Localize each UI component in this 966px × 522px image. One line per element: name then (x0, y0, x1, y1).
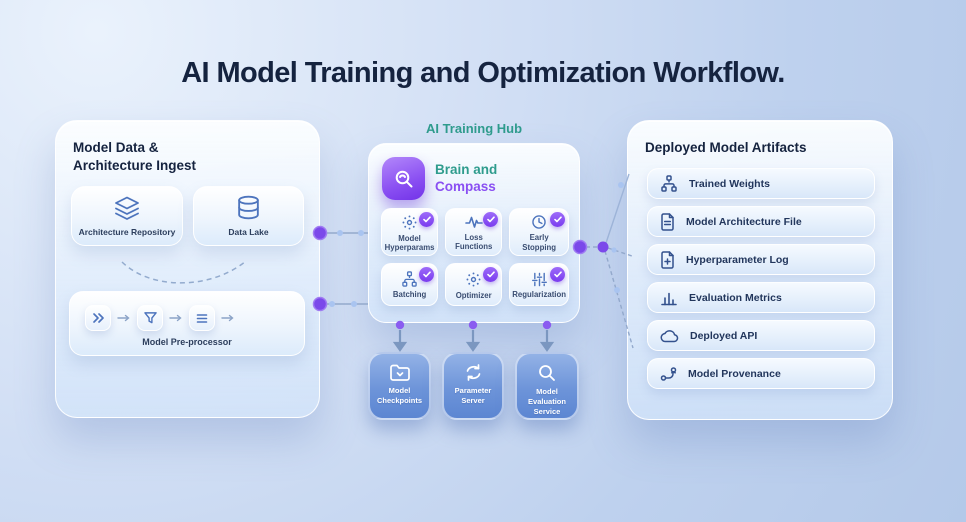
ingest-title-line2: Architecture Ingest (73, 157, 197, 173)
service-model-evaluation: Model Evaluation Service (515, 352, 579, 420)
service-model-checkpoints: Model Checkpoints (368, 352, 431, 420)
training-hub-panel: Brain and Compass Model Hyper (368, 143, 580, 323)
check-icon (550, 267, 565, 282)
check-icon (483, 267, 499, 282)
ingest-panel: Model Data & Architecture Ingest Archite… (55, 120, 320, 418)
search-icon (537, 363, 557, 383)
branch-icon (660, 366, 677, 382)
training-hub-label: AI Training Hub (425, 121, 523, 136)
hierarchy-icon (660, 175, 678, 192)
module-batching: Batching (381, 263, 439, 306)
artifact-label: Trained Weights (689, 177, 770, 190)
check-icon (550, 212, 565, 227)
module-grid: Model Hyperparams Loss Functions (381, 208, 569, 306)
preprocessor-steps (70, 292, 304, 331)
architecture-repository-node: Architecture Repository (71, 186, 183, 246)
double-chevron-icon (85, 305, 111, 331)
service-label: Model Evaluation Service (528, 387, 566, 416)
sync-icon (463, 363, 484, 382)
check-icon (419, 212, 435, 227)
sliders-icon (531, 272, 548, 287)
ingest-panel-title: Model Data & Architecture Ingest (73, 139, 196, 174)
service-label: Model Checkpoints (376, 386, 422, 405)
brand-logo (382, 157, 425, 200)
node-label: Model Pre-processor (142, 337, 232, 347)
brand-line1: Brain and (435, 161, 498, 177)
arrow-right-icon (117, 314, 131, 322)
artifact-label: Deployed API (690, 329, 758, 342)
search-icon (393, 168, 415, 190)
page-title: AI Model Training and Optimization Workf… (181, 57, 785, 89)
document-icon (660, 212, 675, 231)
artifacts-panel: Deployed Model Artifacts Trained Weights (627, 120, 893, 420)
gear-dots-icon (465, 271, 482, 288)
model-preprocessor-node: Model Pre-processor (69, 291, 305, 356)
module-early-stopping: Early Stopping (509, 208, 569, 256)
artifact-trained-weights: Trained Weights (647, 168, 875, 199)
module-regularization: Regularization (509, 263, 569, 306)
brand-line2: Compass (435, 178, 496, 194)
module-label: Early Stopping (522, 233, 557, 252)
arrow-right-icon (169, 314, 183, 322)
bar-chart-icon (660, 290, 678, 306)
gear-dots-icon (401, 214, 418, 231)
module-label: Loss Functions (455, 232, 493, 251)
node-label: Data Lake (228, 227, 269, 237)
brand-name: Brain and Compass (435, 162, 497, 196)
artifact-hyperparameter-log: Hyperparameter Log (647, 244, 875, 275)
filter-icon (137, 305, 163, 331)
check-icon (419, 267, 435, 282)
folder-check-icon (389, 363, 411, 382)
hierarchy-icon (401, 271, 418, 288)
artifacts-panel-title: Deployed Model Artifacts (645, 140, 807, 155)
list-icon (189, 305, 215, 331)
module-label: Batching (392, 290, 427, 300)
pulse-icon (464, 215, 483, 230)
data-lake-node: Data Lake (193, 186, 304, 246)
artifact-label: Evaluation Metrics (689, 291, 782, 304)
check-icon (483, 212, 499, 227)
clock-icon (531, 214, 547, 230)
module-loss-functions: Loss Functions (445, 208, 503, 256)
node-label: Architecture Repository (78, 227, 176, 237)
service-label: Parameter Server (454, 386, 492, 405)
artifact-model-architecture-file: Model Architecture File (647, 206, 875, 237)
artifact-deployed-api: Deployed API (647, 320, 875, 351)
arrow-right-icon (221, 314, 235, 322)
document-plus-icon (660, 250, 675, 269)
service-parameter-server: Parameter Server (442, 352, 504, 420)
artifact-model-provenance: Model Provenance (647, 358, 875, 389)
cloud-icon (660, 329, 679, 343)
artifact-evaluation-metrics: Evaluation Metrics (647, 282, 875, 313)
module-label: Optimizer (455, 290, 492, 300)
module-label: Regularization (512, 289, 566, 299)
artifact-label: Model Provenance (688, 367, 781, 380)
artifact-label: Hyperparameter Log (686, 253, 789, 266)
hub-header: Brain and Compass (382, 157, 497, 200)
module-optimizer: Optimizer (445, 263, 503, 306)
module-label: Model Hyperparams (384, 233, 435, 252)
module-model-hyperparams: Model Hyperparams (381, 208, 439, 256)
database-icon (236, 195, 261, 222)
artifact-label: Model Architecture File (686, 215, 802, 228)
layers-icon (113, 195, 141, 222)
ingest-title-line1: Model Data & (73, 140, 159, 155)
